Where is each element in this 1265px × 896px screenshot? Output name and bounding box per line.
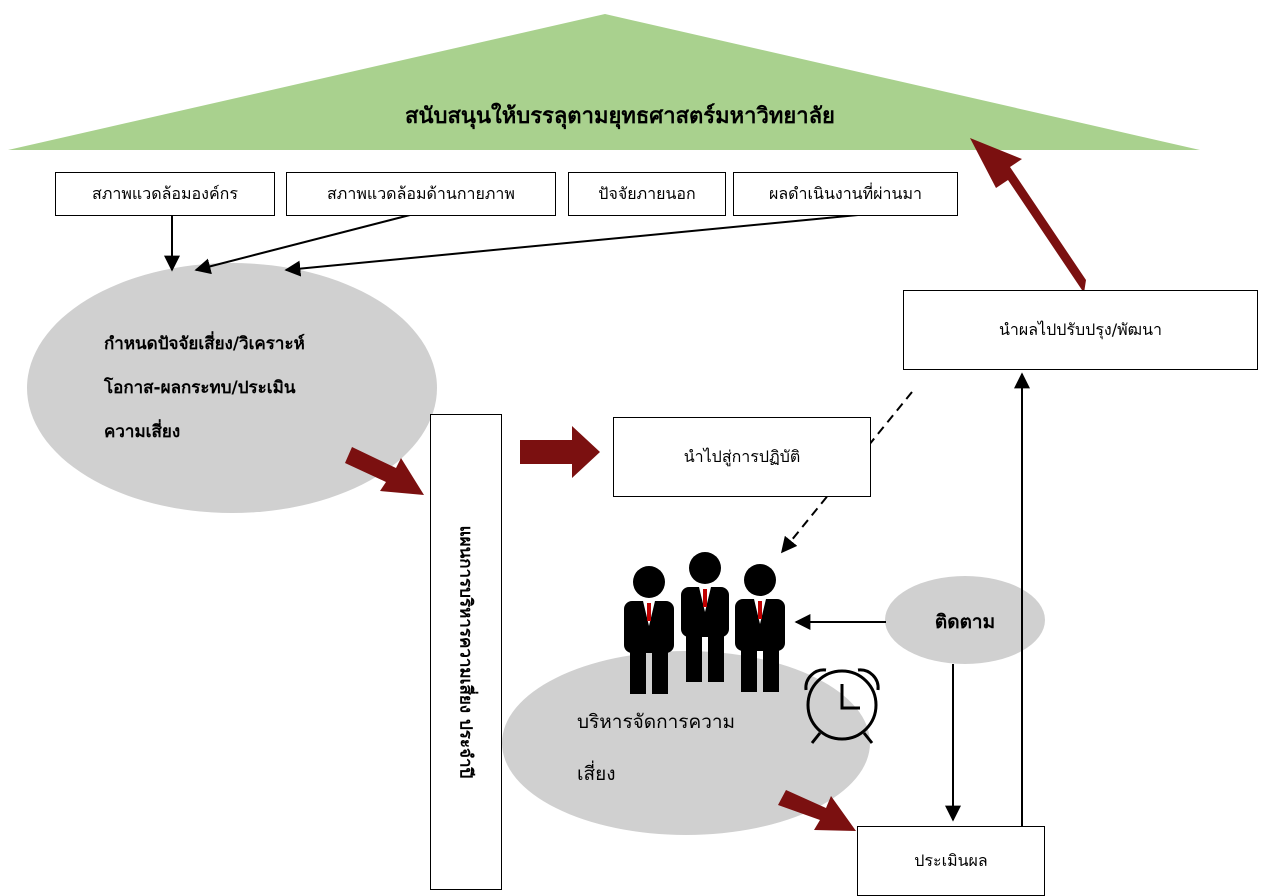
monitor-ellipse [885,576,1045,664]
thick-arrow-improve-to-roof [970,138,1086,293]
implement-box: นำไปสู่การปฏิบัติ [613,417,871,497]
factor-box-org-environment: สภาพแวดล้อมองค์กร [55,172,275,216]
risk-analysis-line1: กำหนดปัจจัยเสี่ยง/วิเคราะห์ [104,334,305,354]
manage-risk-text: บริหารจัดการความ เสี่ยง [577,696,735,800]
dashed-arrow-improve-to-people [780,391,913,554]
manage-risk-ellipse [502,651,870,835]
manage-risk-line1: บริหารจัดการความ [577,711,736,733]
factor-box-external-factors: ปัจจัยภายนอก [568,172,726,216]
manage-risk-line2: เสี่ยง [577,763,616,785]
people-icon [624,552,785,694]
risk-analysis-line2: โอกาส-ผลกระทบ/ประเมิน [104,378,296,398]
improve-label: นำผลไปปรับปรุง/พัฒนา [998,319,1163,339]
risk-analysis-text: กำหนดปัจจัยเสี่ยง/วิเคราะห์ โอกาส-ผลกระท… [104,322,305,454]
arrow-factor2 [194,214,411,275]
annual-plan-box: แผนการบริหารความเสี่ยง ประจำปี [430,414,502,890]
thick-arrow-manage-to-evaluate [778,790,856,831]
factor-label: สภาพแวดล้อมองค์กร [92,183,238,203]
improve-box: นำผลไปปรับปรุง/พัฒนา [903,290,1258,370]
monitor-label: ติดตาม [934,611,996,633]
thick-arrow-plan-to-implement [520,426,600,478]
roof-title: สนับสนุนให้บรรลุตามยุทธศาสตร์มหาวิทยาลัย [405,104,835,129]
risk-analysis-line3: ความเสี่ยง [104,422,181,442]
annual-plan-label: แผนการบริหารความเสี่ยง ประจำปี [455,525,476,779]
thick-arrow-analysis-to-plan [345,447,424,495]
evaluate-label: ประเมินผล [914,850,988,870]
risk-analysis-ellipse [27,263,437,513]
factor-box-physical-environment: สภาพแวดล้อมด้านกายภาพ [286,172,556,216]
alarm-clock-icon [804,668,880,744]
factor-label: ปัจจัยภายนอก [598,183,696,203]
arrow-factor4 [284,214,859,277]
roof-triangle [8,14,1200,150]
factor-box-past-performance: ผลดำเนินงานที่ผ่านมา [733,172,958,216]
factor-label: ผลดำเนินงานที่ผ่านมา [768,183,922,203]
evaluate-box: ประเมินผล [857,826,1045,896]
implement-label: นำไปสู่การปฏิบัติ [683,446,801,466]
factor-label: สภาพแวดล้อมด้านกายภาพ [327,183,515,203]
